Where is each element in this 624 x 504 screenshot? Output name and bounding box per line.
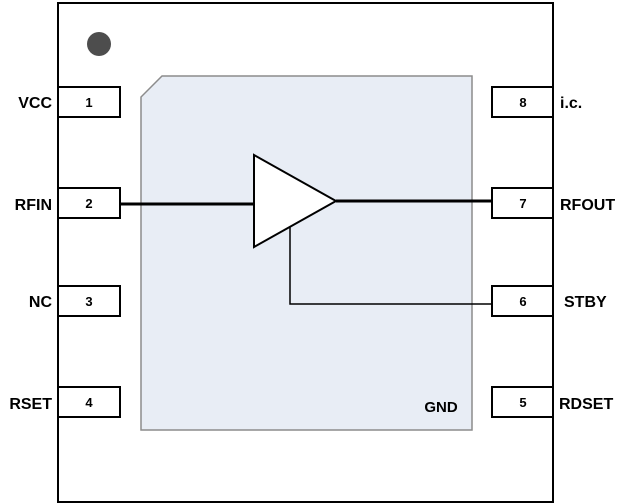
pin-number: 8: [519, 95, 526, 110]
pin-pad: [57, 187, 121, 219]
pin-name: RFOUT: [560, 197, 615, 214]
pin-name: STBY: [564, 294, 607, 311]
pin-number: 1: [85, 95, 92, 110]
pad-label-gnd: GND: [424, 399, 458, 416]
pin-pad: [491, 285, 554, 317]
pin-pad: [491, 86, 554, 118]
pin-pad: [491, 386, 554, 418]
triangle-amplifier-icon: [253, 153, 339, 249]
pin-2: 2 RFIN: [15, 187, 121, 219]
pin-number: 3: [85, 294, 92, 309]
pin-7: 7 RFOUT: [491, 187, 615, 219]
pin-pad: [57, 86, 121, 118]
pin1-marker-dot: [87, 32, 111, 56]
stby-trace: [289, 226, 492, 305]
pin-name: RSET: [9, 396, 52, 413]
pin-4: 4 RSET: [9, 386, 121, 418]
pin-1: 1 VCC: [18, 86, 121, 118]
pin-number: 4: [85, 395, 93, 410]
pin-name: RDSET: [559, 396, 613, 413]
pin-name: NC: [29, 294, 53, 311]
pin-name: i.c.: [560, 95, 582, 112]
pin-number: 2: [85, 196, 92, 211]
pin-5: 5 RDSET: [491, 386, 613, 418]
pin-3: 3 NC: [29, 285, 121, 317]
pin-pad: [57, 285, 121, 317]
pin-name: RFIN: [15, 197, 52, 214]
pin-number: 7: [519, 196, 526, 211]
pin-pad: [491, 187, 554, 219]
pin-8: 8 i.c.: [491, 86, 582, 118]
pin-pad: [57, 386, 121, 418]
pin-name: VCC: [18, 95, 52, 112]
exposed-pad: [140, 75, 473, 431]
pin-6: 6 STBY: [491, 285, 607, 317]
pin-number: 5: [519, 395, 526, 410]
pin-number: 6: [519, 294, 526, 309]
